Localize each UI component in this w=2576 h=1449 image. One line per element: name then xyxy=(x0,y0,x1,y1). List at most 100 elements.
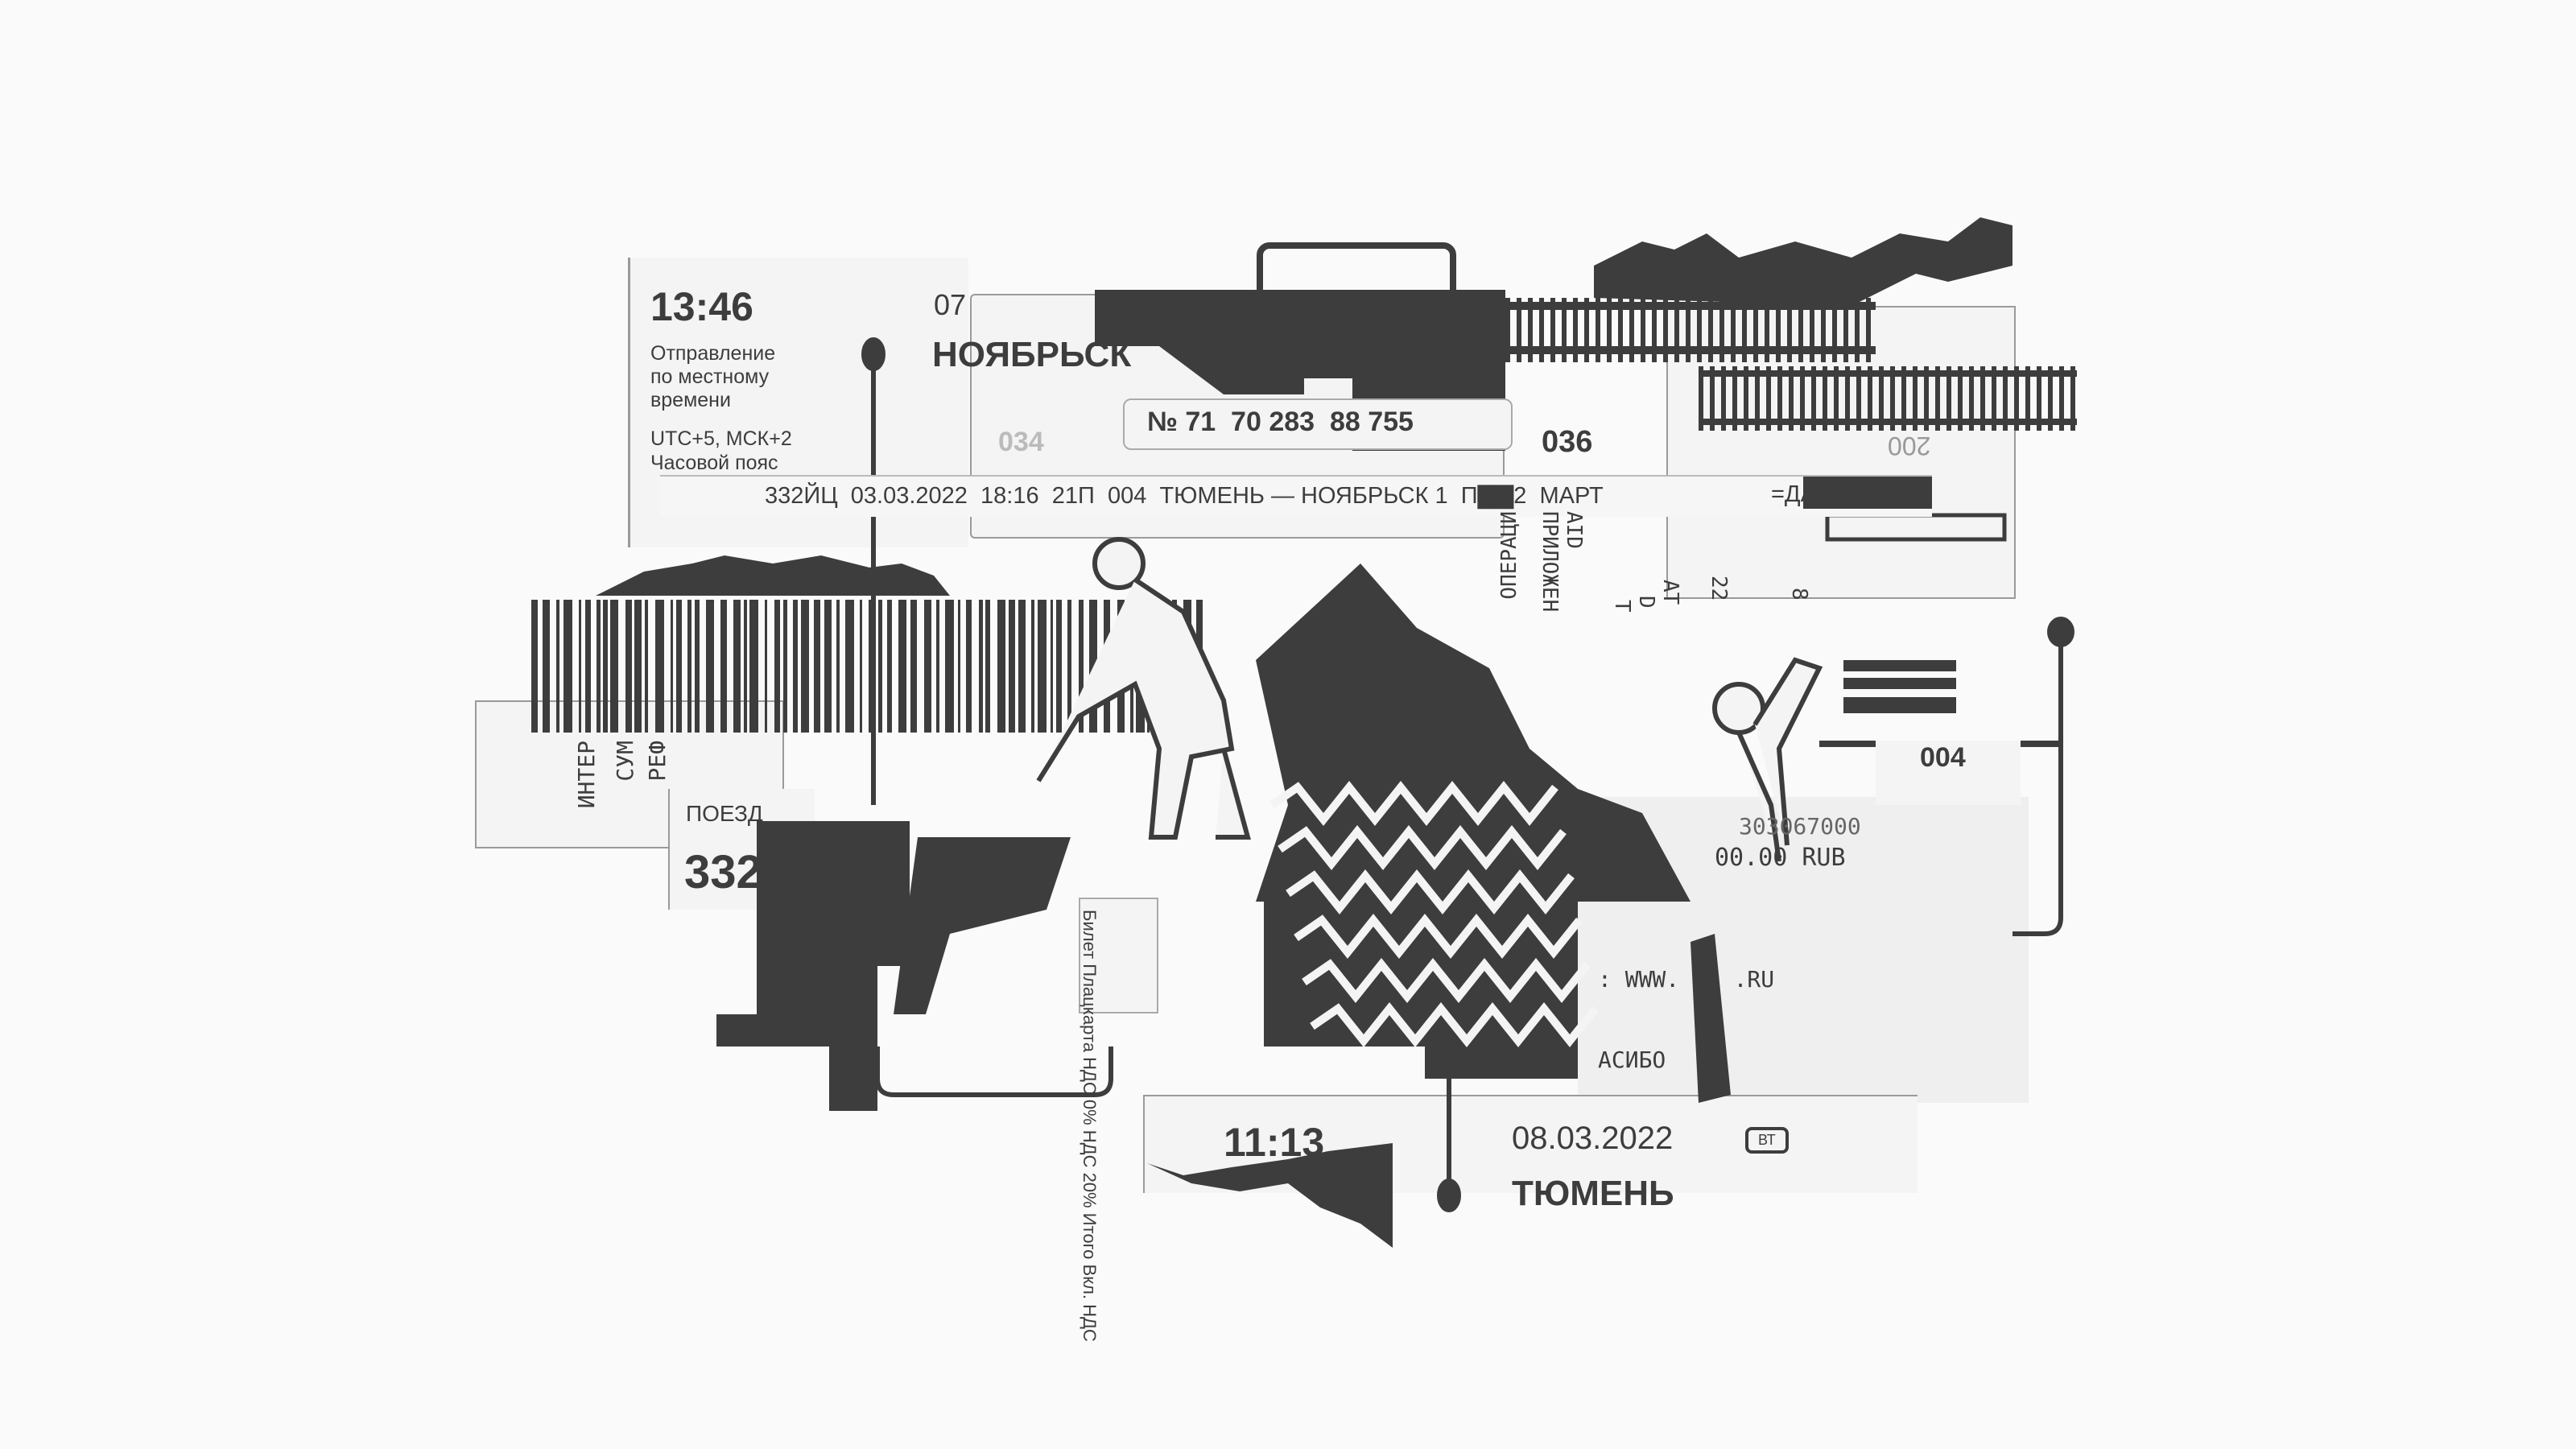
barcode-bar xyxy=(564,600,572,733)
wave-line xyxy=(1278,824,1567,871)
rail-tie xyxy=(1777,366,1782,431)
barcode-bar xyxy=(744,600,747,733)
rail-tie xyxy=(1710,366,1715,431)
rail-tie xyxy=(1958,366,1963,431)
train-number: 332 xyxy=(684,846,762,898)
barcode-bar xyxy=(936,600,939,733)
rail-tie xyxy=(1765,298,1769,362)
barcode-bar xyxy=(645,600,648,733)
rail-tie xyxy=(1969,366,1974,431)
rail-tie xyxy=(1742,298,1747,362)
barcode-bar xyxy=(695,600,700,733)
rail-tie xyxy=(1528,298,1533,362)
car-number-bottom: 033 xyxy=(954,844,1000,874)
destination-day: 07 xyxy=(934,288,967,321)
rail-tie xyxy=(1901,366,1906,431)
rail-tie xyxy=(1845,366,1850,431)
rail-tie xyxy=(1879,366,1884,431)
departure-label-line: времени xyxy=(650,389,731,411)
route-line-right xyxy=(2013,617,2074,936)
rail-tie xyxy=(2014,366,2019,431)
ticket-number: № 71 70 283 88 755 xyxy=(1147,407,1414,437)
car-number-box xyxy=(1876,741,2021,805)
barcode-bar xyxy=(1089,600,1097,733)
rail-tie xyxy=(1562,298,1567,362)
barcode-bar xyxy=(1051,600,1053,733)
barcode-bar xyxy=(887,600,892,733)
rail-tie xyxy=(2070,366,2075,431)
bill-line: НДС 20% xyxy=(1080,1129,1100,1208)
torn-ridge-left xyxy=(596,555,950,596)
timezone-caption: Часовой пояс xyxy=(650,452,778,474)
barcode-bar xyxy=(610,600,618,733)
rail-tie xyxy=(1732,366,1737,431)
left-receipt-inter: ИНТЕР xyxy=(573,741,600,809)
barcode-bar xyxy=(814,600,820,733)
rail-tie xyxy=(1800,366,1805,431)
ticket-strip xyxy=(660,475,1932,517)
bill-lines: Билет Плацкарта НДС 0% НДС 20% Итого Вкл… xyxy=(1080,910,1100,1342)
rail-tie xyxy=(1866,298,1871,362)
rail-tie xyxy=(1596,298,1600,362)
rail-tie xyxy=(1913,366,1918,431)
rail-tie xyxy=(1823,366,1827,431)
tray-outline xyxy=(1825,513,2007,542)
rail-tie xyxy=(1789,366,1794,431)
rail-tie xyxy=(1663,298,1668,362)
car-number-left: 034 xyxy=(998,427,1044,457)
barcode-bar xyxy=(603,600,608,733)
rail-tie xyxy=(1868,366,1872,431)
bill-line: Плацкарта xyxy=(1080,964,1100,1052)
barcode-bar xyxy=(687,600,691,733)
rail-tie xyxy=(1980,366,1985,431)
mountain xyxy=(1256,564,1690,902)
rail-tie xyxy=(1776,298,1781,362)
receipt-fragment: AT xyxy=(1658,580,1682,605)
bill-line: Вкл. НДС xyxy=(1080,1264,1100,1342)
rail-tie xyxy=(2003,366,2008,431)
ticket-strip-text: 332ЙЦ 03.03.2022 18:16 21П 004 ТЮМЕНЬ — … xyxy=(765,483,1604,509)
rail-tie xyxy=(2037,366,2041,431)
rail-tie xyxy=(1832,298,1837,362)
rail-tie xyxy=(1674,298,1679,362)
barcode-bar xyxy=(824,600,832,733)
rail-tie xyxy=(1641,298,1645,362)
receipt-fragment: 22 xyxy=(1707,576,1731,601)
barcode-bar xyxy=(845,600,854,733)
barcode-bar xyxy=(1079,600,1084,733)
amount-sum: 00.00 RUB xyxy=(1715,844,1846,872)
rail-tie xyxy=(1539,298,1544,362)
barcode-bar xyxy=(1031,600,1034,733)
barcode-bar xyxy=(836,600,840,733)
rail-tie xyxy=(1810,298,1814,362)
ink-blocks-left xyxy=(716,821,910,1111)
rail-tie xyxy=(1652,298,1657,362)
route-line-bottom xyxy=(875,1046,1461,1212)
barcode-bar xyxy=(966,600,972,733)
barcode-bar xyxy=(720,600,727,733)
rail-tie xyxy=(1935,366,1940,431)
arrival-time: 11:13 xyxy=(1224,1120,1325,1165)
barcode-bar xyxy=(1018,600,1026,733)
departure-time: 13:46 xyxy=(650,284,753,329)
timezone-value: UTC+5, МСК+2 xyxy=(650,427,792,450)
destination-city: НОЯБРЬСК xyxy=(932,335,1132,374)
rail-tie xyxy=(2025,366,2030,431)
left-receipt-ref: РЕФ xyxy=(644,741,671,782)
barcode-bar xyxy=(801,600,809,733)
receipt-app: ПРИЛОЖЕН xyxy=(1538,511,1562,613)
rail-tie xyxy=(1890,366,1895,431)
rail-tie xyxy=(1744,366,1748,431)
barcode-bar xyxy=(733,600,741,733)
receipt-aid: AID xyxy=(1562,511,1586,549)
barcode-bar xyxy=(556,600,559,733)
barcode-bar xyxy=(706,600,714,733)
rail-tie xyxy=(1843,298,1848,362)
rail-tie xyxy=(1753,298,1758,362)
barcode-bar xyxy=(765,600,767,733)
rail-tie xyxy=(1505,298,1510,362)
left-receipt-sum: СУМ xyxy=(612,741,638,782)
barcode-bar xyxy=(671,600,673,733)
barcode-bar xyxy=(655,600,664,733)
